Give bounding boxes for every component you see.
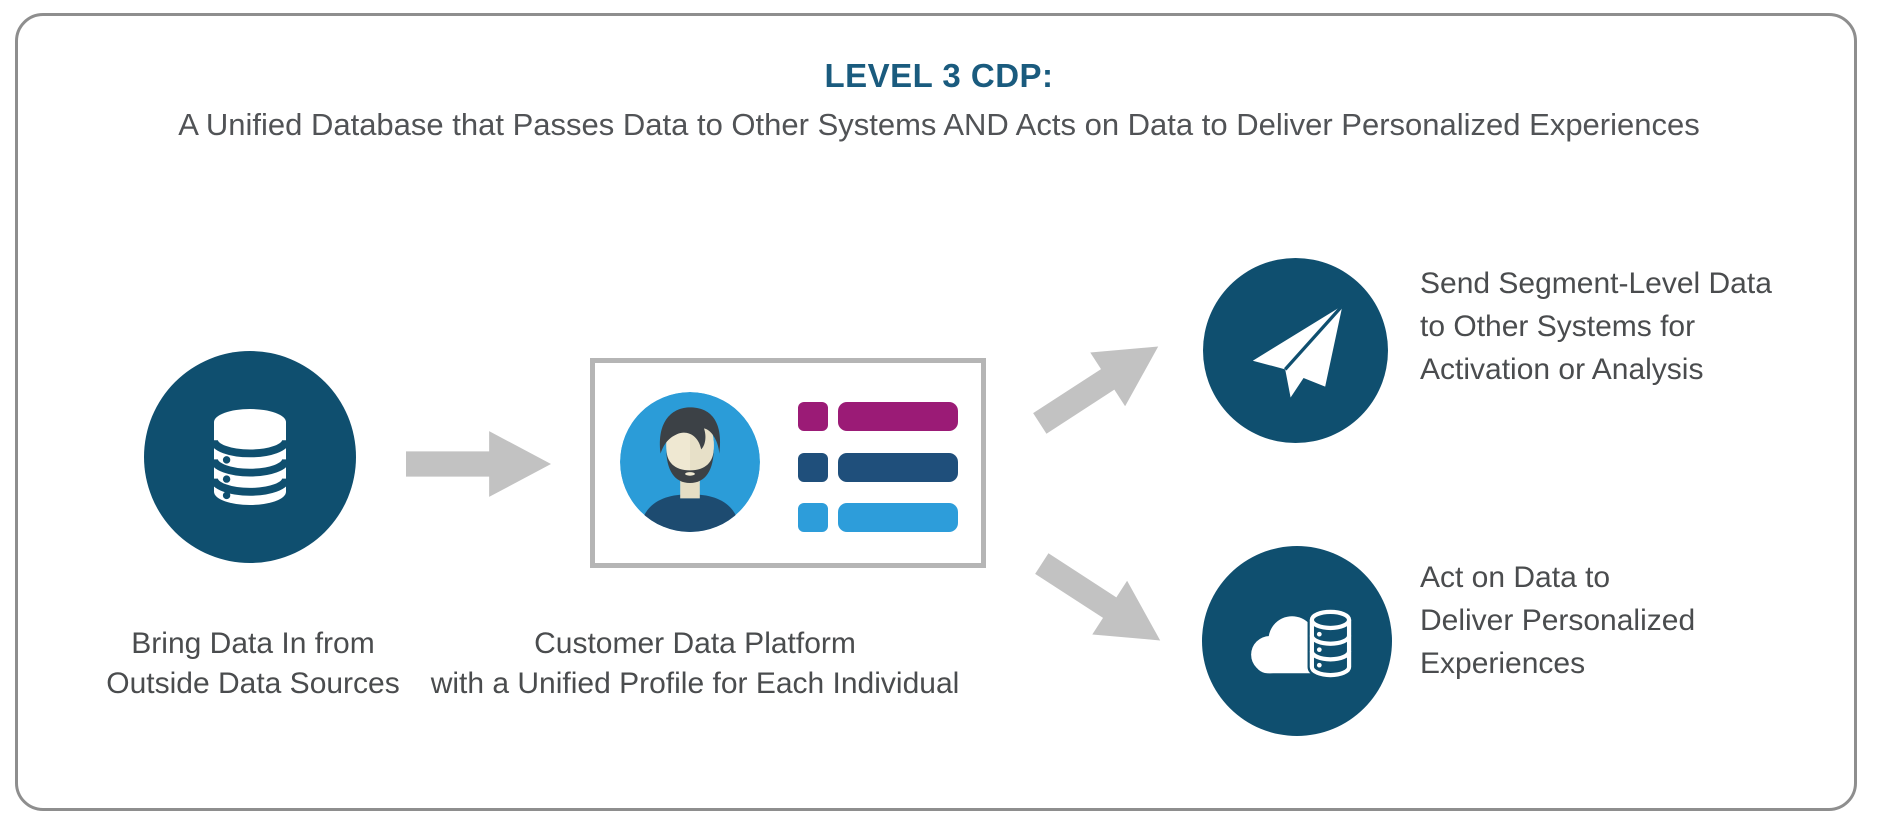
profile-attribute-row [798, 453, 958, 482]
diagram-subtitle: A Unified Database that Passes Data to O… [178, 107, 1700, 142]
arrow-up-right-icon [1033, 346, 1159, 434]
label-line: Customer Data Platform [534, 627, 856, 660]
diagram-title: LEVEL 3 CDP: [824, 57, 1054, 94]
profile-attribute-row [798, 402, 958, 431]
label-line: Bring Data In from [131, 627, 375, 660]
data-sources-label: Bring Data In from Outside Data Sources [58, 624, 448, 704]
person-avatar-icon [620, 392, 760, 532]
avatar [620, 392, 760, 532]
send-data-circle [1203, 258, 1388, 443]
profile-row-bar [838, 503, 958, 532]
label-line: with a Unified Profile for Each Individu… [430, 667, 960, 700]
data-sources-circle [144, 351, 356, 563]
label-line: Deliver Personalized [1420, 604, 1696, 637]
send-data-label: Send Segment-Level Data to Other Systems… [1420, 262, 1840, 391]
database-icon [210, 409, 290, 505]
cdp-label: Customer Data Platform with a Unified Pr… [395, 624, 995, 704]
arrow-down-right-icon [1035, 553, 1161, 641]
label-line: Outside Data Sources [106, 667, 400, 700]
label-line: Activation or Analysis [1420, 353, 1704, 386]
profile-row-square [798, 402, 828, 431]
act-on-data-circle [1202, 546, 1392, 736]
label-line: Send Segment-Level Data [1420, 267, 1772, 300]
profile-row-square [798, 453, 828, 482]
profile-attribute-row [798, 503, 958, 532]
cloud-database-icon [1251, 607, 1354, 680]
label-line: Act on Data to [1420, 561, 1611, 594]
act-on-data-label: Act on Data to Deliver Personalized Expe… [1420, 556, 1840, 685]
label-line: Experiences [1420, 647, 1586, 680]
profile-row-bar [838, 402, 958, 431]
profile-row-square [798, 503, 828, 532]
unified-profile-card [590, 358, 986, 568]
paper-plane-icon [1252, 304, 1344, 397]
profile-row-bar [838, 453, 958, 482]
arrow-right-icon [406, 431, 551, 497]
label-line: to Other Systems for [1420, 310, 1696, 343]
diagram-border [15, 13, 1857, 811]
